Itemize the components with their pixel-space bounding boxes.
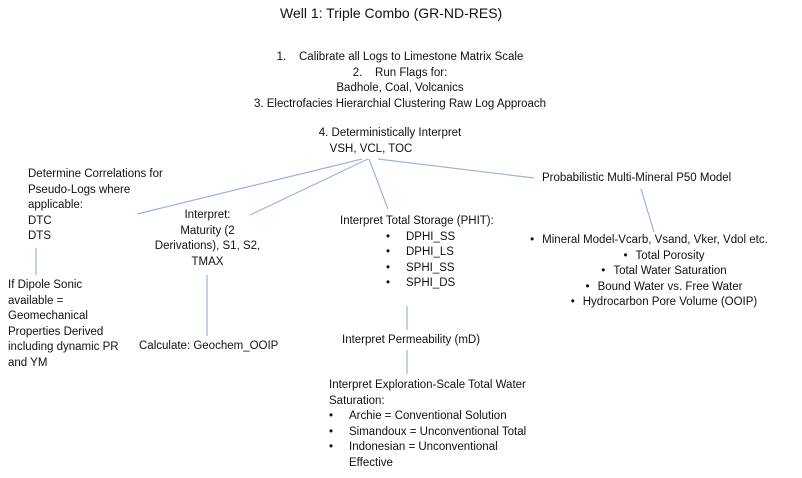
storage-item: SPHI_SS [386,261,494,277]
probabilistic-item-text: Mineral Model-Vcarb, Vsand, Vker, Vdol e… [542,234,768,246]
storage-item-text: SPHI_DS [406,277,456,289]
dipole-line: available = [8,294,64,307]
storage-item: DPHI_SS [386,230,494,246]
storage-item: SPHI_DS [386,276,494,292]
step-1: 1. Calibrate all Logs to Limestone Matri… [276,51,524,63]
storage-node: Interpret Total Storage (PHIT): DPHI_SS … [340,214,494,292]
steps-block: 1. Calibrate all Logs to Limestone Matri… [230,50,570,112]
diagram-title: Well 1: Triple Combo (GR-ND-RES) [280,5,503,21]
probabilistic-item-text: Bound Water vs. Free Water [597,280,743,293]
maturity-node: Interpret: Maturity (2 Derivations), S1,… [150,208,265,270]
dipole-line: If Dipole Sonic [8,279,83,291]
saturation-item: Simandoux = Unconventional Total [329,425,526,441]
saturation-item-text: Archie = Conventional Solution [349,410,507,422]
pseudo-logs-line: DTS [28,230,51,242]
pseudo-logs-line: applicable: [28,199,83,211]
probabilistic-item-text: Total Porosity [635,249,705,262]
pseudo-logs-line: DTC [28,214,52,227]
probabilistic-item-text: Hydrocarbon Pore Volume (OOIP) [582,296,758,308]
step-3: 3. Electrofacies Hierarchial Clustering … [253,97,547,110]
connector-to-pseudo-logs [136,158,363,215]
step-2: 2. Run Flags for: [352,66,448,79]
storage-item-text: DPHI_SS [406,230,456,243]
storage-item-text: DPHI_LS [406,246,454,258]
permeability-node: Interpret Permeability (mD) [342,334,481,346]
probabilistic-item: Hydrocarbon Pore Volume (OOIP) [530,295,790,311]
step-2-detail: Badhole, Coal, Volcanics [336,82,464,94]
saturation-item-text: Simandoux = Unconventional Total [349,425,527,438]
pseudo-logs-node: Determine Correlations for Pseudo-Logs w… [28,167,163,245]
dipole-line: Properties Derived [8,325,104,338]
connector-to-probabilistic [377,158,535,179]
saturation-item-continuation: Effective [329,456,526,472]
maturity-line: TMAX [191,255,224,268]
dipole-line: Geomechanical [8,310,88,322]
storage-item-text: SPHI_SS [406,261,455,274]
probabilistic-item: Total Porosity [530,249,790,265]
step-4-line-2: VSH, VCL, TOC [329,142,413,155]
connector-probabilistic-to-mineral [640,188,655,233]
connector-to-maturity [249,158,369,216]
saturation-item: Archie = Conventional Solution [329,409,526,425]
storage-item: DPHI_LS [386,245,494,261]
connector-to-storage [368,158,389,210]
pseudo-logs-line: Determine Correlations for [28,168,163,180]
dipole-node: If Dipole Sonic available = Geomechanica… [8,278,119,371]
maturity-line: Maturity (2 [180,224,235,237]
saturation-heading-2: Saturation: [329,394,385,407]
pseudo-logs-line: Pseudo-Logs where [28,183,131,196]
probabilistic-item: Total Water Saturation [530,264,790,280]
storage-heading: Interpret Total Storage (PHIT): [340,215,494,227]
saturation-item-text: Indonesian = Unconventional [349,441,498,453]
maturity-line: Derivations), S1, S2, [154,240,261,252]
maturity-line: Interpret: [184,209,231,221]
probabilistic-node: Probabilistic Multi-Mineral P50 Model [542,172,732,184]
saturation-node: Interpret Exploration-Scale Total Water … [329,378,526,471]
saturation-item-text: Effective [349,456,393,469]
saturation-item: Indonesian = Unconventional [329,440,526,456]
step-4-node: 4. Deterministically Interpret VSH, VCL,… [280,126,500,157]
dipole-line: including dynamic PR [8,341,119,353]
probabilistic-item: Bound Water vs. Free Water [530,280,790,296]
probabilistic-item: Mineral Model-Vcarb, Vsand, Vker, Vdol e… [500,233,790,249]
probabilistic-items: Mineral Model-Vcarb, Vsand, Vker, Vdol e… [540,233,790,311]
step-4-line-1: 4. Deterministically Interpret [318,127,462,139]
saturation-heading-1: Interpret Exploration-Scale Total Water [329,379,526,391]
geochem-node: Calculate: Geochem_OOIP [139,340,279,352]
probabilistic-item-text: Total Water Saturation [613,265,727,277]
dipole-line: and YM [8,356,48,369]
